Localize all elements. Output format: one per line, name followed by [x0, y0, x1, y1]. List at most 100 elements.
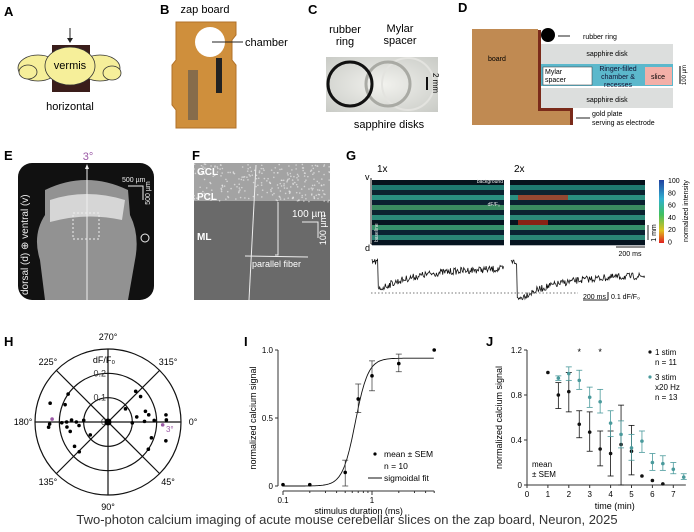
sigmoid-fit-curve [283, 357, 434, 487]
pcl-label: PCL [197, 192, 217, 203]
granule-cell [230, 187, 232, 190]
mylar-label-1: Mylar [545, 69, 563, 76]
granule-cell [317, 193, 320, 196]
data-point [77, 423, 81, 428]
granule-cell [219, 164, 222, 166]
roi-box [72, 212, 100, 240]
panel-h: H 0°45°90°135°180°225°270°315°00.10.2dF/… [4, 332, 198, 512]
granule-cell [308, 200, 310, 203]
granule-cell [279, 190, 282, 192]
cerebellum-drawing [17, 46, 122, 86]
granule-cell [296, 176, 298, 179]
granule-cell [310, 187, 313, 189]
granule-cell [255, 185, 257, 188]
granule-cell [304, 194, 307, 196]
granule-cell [261, 189, 264, 191]
vermis-label: vermis [54, 60, 87, 72]
granule-cell [302, 167, 305, 169]
granule-cell [204, 167, 206, 169]
granule-cell [248, 173, 250, 176]
dff-trace [510, 259, 646, 301]
granule-cell [262, 167, 264, 170]
granule-cell [311, 164, 314, 167]
radial-tick-label: 0.2 [93, 368, 106, 378]
mylar-spacer-box [542, 66, 593, 86]
granule-cell [288, 191, 291, 193]
data-point-1stim [587, 430, 592, 434]
granule-cell [267, 177, 269, 180]
granule-cell [204, 163, 207, 166]
granule-cell [253, 169, 256, 172]
data-point [138, 394, 143, 399]
colorbar [659, 180, 664, 243]
heatmap-row [372, 210, 504, 216]
horizontal-label: horizontal [46, 101, 94, 113]
granule-cell [270, 189, 272, 191]
granule-cell [198, 168, 200, 170]
heatmap-row [510, 190, 645, 196]
granule-cell [242, 179, 245, 181]
scale-h-label: 100 µm [292, 209, 326, 220]
granule-cell [289, 172, 292, 175]
panel-label-i: I [244, 334, 248, 349]
granule-cell [313, 178, 315, 180]
granule-cell [292, 182, 294, 185]
granule-cell [327, 200, 329, 203]
granule-cell [226, 180, 228, 183]
granule-cell [225, 198, 227, 200]
data-point [164, 413, 168, 417]
granule-cell [311, 184, 314, 187]
granule-cell [202, 166, 204, 168]
data-point [59, 421, 64, 425]
heatmap-row [372, 225, 504, 231]
granule-cell [293, 181, 296, 184]
granule-cell [313, 184, 316, 187]
granule-cell [297, 179, 299, 181]
granule-cell [220, 188, 223, 191]
chamber-hole [195, 27, 225, 57]
angle-tick-label: 90° [101, 502, 115, 512]
granule-cell [278, 195, 281, 198]
heatmap-row [510, 180, 645, 186]
granule-cell [283, 198, 286, 200]
chamber-label-1: Ringer-filled [599, 66, 636, 73]
significance-asterisk: * [577, 347, 581, 357]
granule-cell [277, 171, 279, 174]
granule-cell [313, 172, 315, 174]
colorbar-tick: 0 [668, 240, 672, 247]
granule-cell [246, 170, 249, 172]
granule-cell [218, 200, 221, 202]
granule-cell [323, 164, 326, 166]
rubber-ring-icon [541, 28, 555, 42]
granule-cell [227, 196, 230, 199]
data-point-3stim [661, 461, 665, 466]
x-tick-label: 0.1 [277, 496, 289, 505]
dorsal-ventral-label: dorsal (d) ⊕ ventral (v) [20, 194, 31, 295]
granule-cell [323, 173, 325, 176]
granule-cell [276, 199, 279, 202]
granule-cell [252, 181, 255, 184]
panel-c: C rubber ring Mylar spacer 2 mm sapphire… [308, 2, 440, 131]
sapphire-disks-label: sapphire disks [354, 119, 425, 131]
panel-f: F GCL PCL ML 100 µm 100 µm parallel fibe… [192, 148, 331, 301]
panel-b: B zap board chamber [160, 2, 288, 129]
heatmap-row [510, 200, 645, 206]
data-point [164, 418, 169, 422]
orientation-line [248, 164, 257, 301]
panel-label-a: A [4, 4, 14, 19]
x-tick-label: 3 [587, 490, 592, 499]
granule-cell [249, 175, 252, 177]
granule-cell [210, 199, 212, 201]
radial-tick-label: 0.1 [93, 393, 106, 403]
granule-cell [287, 174, 289, 176]
granule-cell [318, 189, 321, 191]
granule-cell [251, 174, 254, 177]
dff-label: dF/F₀ [488, 202, 500, 208]
granule-cell [323, 193, 325, 195]
y-tick-label: 1.0 [262, 346, 274, 355]
granule-cell [216, 166, 218, 168]
data-point-3stim [619, 432, 623, 437]
time-scale-label: 200 ms [619, 251, 642, 258]
granule-cell [203, 192, 206, 195]
